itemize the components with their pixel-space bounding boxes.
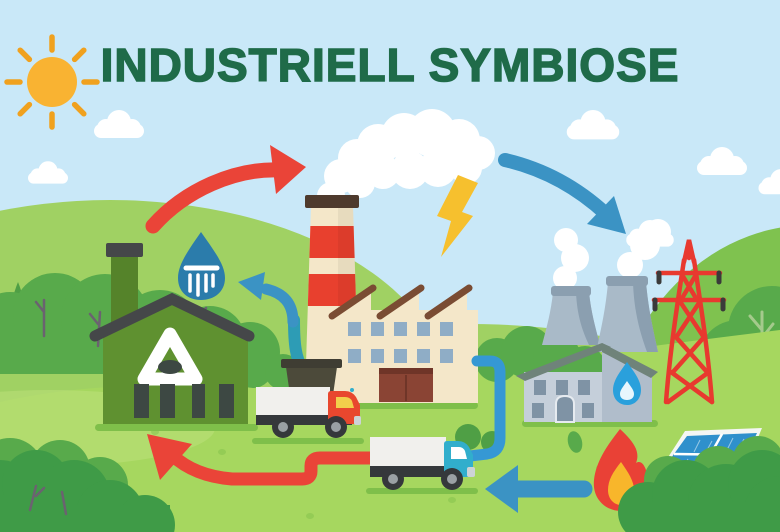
cab-window — [451, 447, 467, 459]
lightning-bolt-icon — [437, 175, 478, 257]
sawtooth-roof — [328, 284, 473, 320]
arrow-red-to-recycling — [147, 434, 379, 486]
plant-windows — [532, 380, 594, 418]
curved-arrow-red-up — [145, 145, 306, 234]
box-truck-teal — [366, 437, 478, 494]
box-truck-red — [252, 387, 364, 444]
curved-arrow-blue-down — [498, 153, 626, 234]
cooling-tower — [542, 286, 600, 345]
plant-roof — [602, 343, 658, 378]
factory-building — [305, 109, 495, 403]
insulators — [652, 270, 726, 312]
power-plant-building — [516, 219, 671, 423]
recycling-symbol-icon — [137, 327, 203, 386]
water-droplet-icon — [613, 362, 641, 405]
window — [219, 384, 234, 418]
arrow-blue-to-truck — [485, 465, 593, 513]
door-lintel — [379, 368, 433, 375]
arched-door — [555, 394, 575, 423]
twigs — [28, 484, 68, 516]
cargo-box — [256, 387, 330, 419]
window — [160, 384, 175, 418]
plant-roof — [516, 343, 611, 381]
arrow-blue-to-droplet — [238, 272, 299, 328]
window — [134, 384, 149, 418]
sun-icon — [4, 34, 100, 130]
cargo-box — [370, 437, 446, 470]
cooling-tower — [596, 276, 658, 352]
power-line-tower-icon — [651, 239, 727, 405]
chimney-cap — [106, 243, 143, 257]
foreground-bush-right — [618, 436, 780, 532]
window — [192, 384, 205, 418]
foreground-bush-left — [0, 438, 175, 532]
gable-roof — [89, 292, 255, 342]
small-leaf — [567, 431, 583, 453]
cab-window — [336, 397, 354, 408]
steam-plume — [553, 219, 671, 290]
factory-windows — [348, 322, 453, 363]
recycling-building — [89, 243, 255, 424]
water-droplet-filter-icon — [178, 232, 225, 300]
chimney-cap — [305, 195, 359, 208]
page-title: INDUSTRIELL SYMBIOSE — [100, 38, 680, 92]
pipe-blue — [464, 355, 506, 462]
